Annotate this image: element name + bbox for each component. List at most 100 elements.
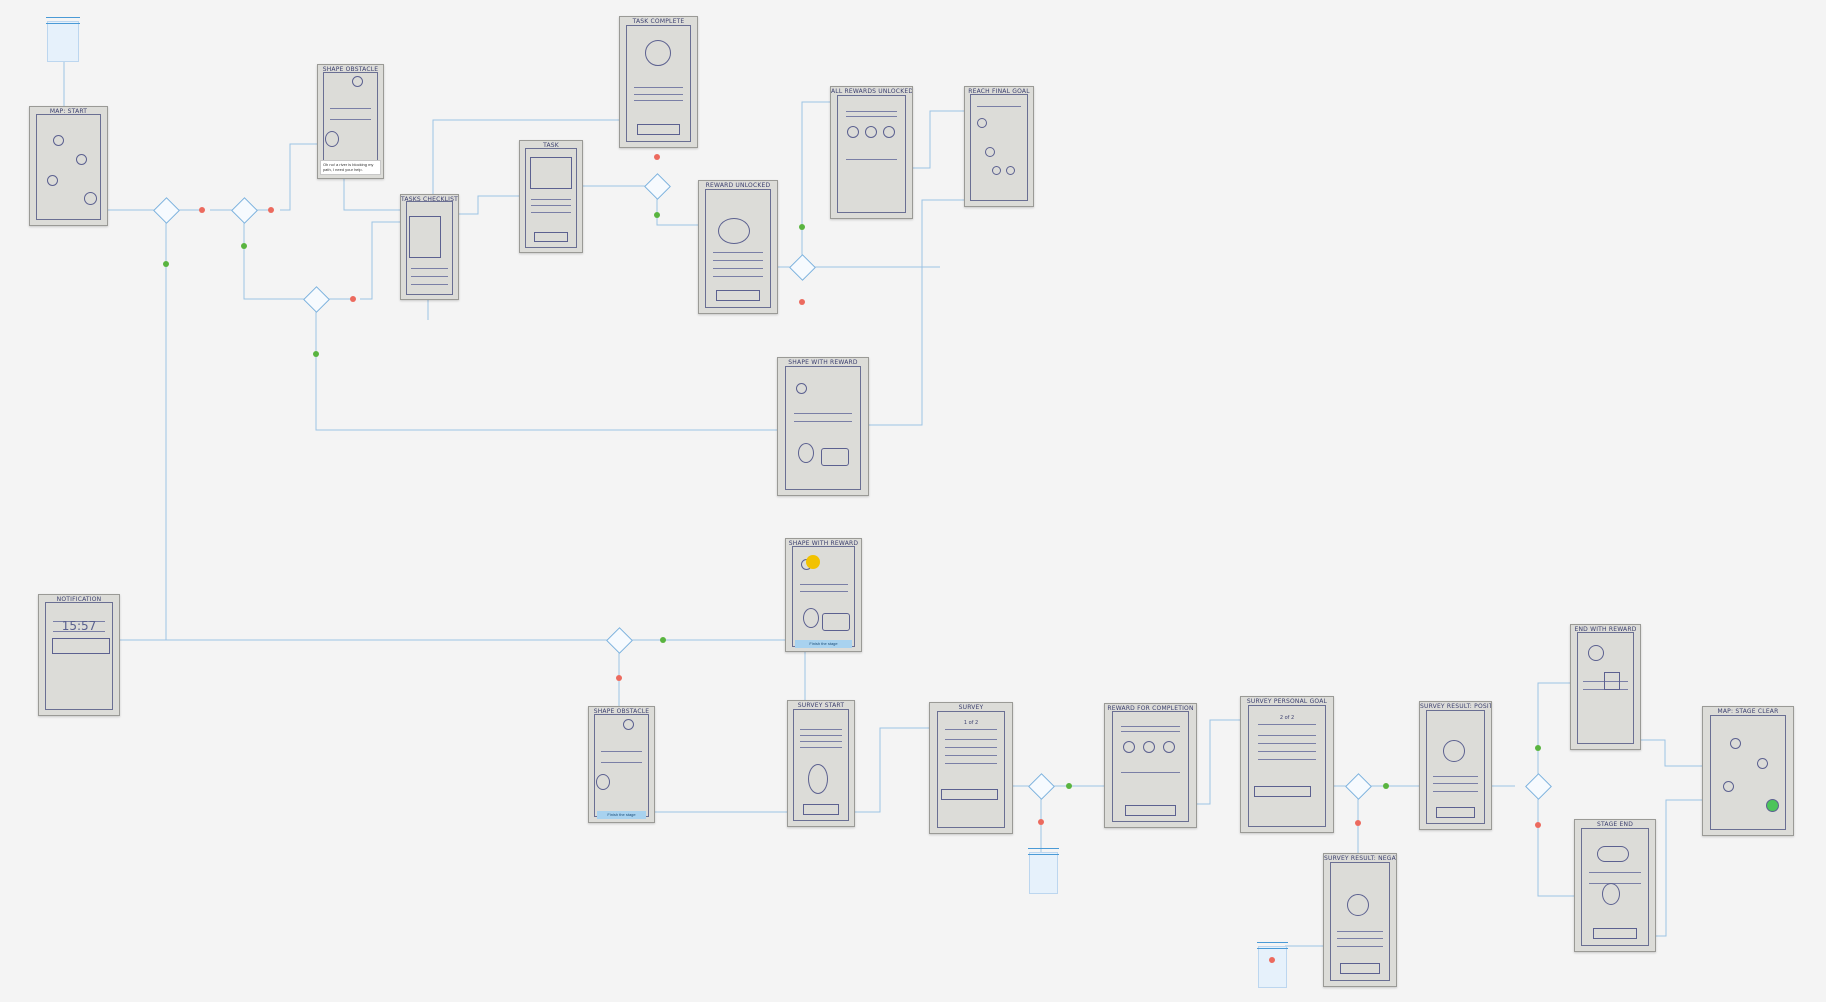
sketch-line <box>531 198 571 200</box>
continue-button[interactable] <box>1125 805 1176 816</box>
continue-button[interactable] <box>716 289 760 302</box>
speech-bubble: Oh no! a river is blocking my path, I ne… <box>319 159 382 175</box>
frame-title: MAP: STAGE CLEAR <box>1717 708 1779 715</box>
map-node <box>76 154 88 166</box>
connector-line <box>801 101 830 267</box>
reward-icon <box>1163 740 1176 753</box>
sun-icon <box>1587 644 1604 661</box>
frame-rewards-unlocked[interactable]: REWARD UNLOCKED <box>698 180 778 314</box>
finish-stage-button[interactable]: Finish the stage <box>596 810 647 819</box>
continue-button[interactable] <box>533 232 569 243</box>
no-branch-dot <box>1355 820 1361 826</box>
frame-survey-result-negative[interactable]: SURVEY RESULT: NEGATIVE <box>1323 853 1397 987</box>
sketch-line <box>799 590 848 592</box>
sketch-line <box>713 276 763 278</box>
sketch-line <box>845 110 898 112</box>
continue-button[interactable] <box>1339 962 1381 975</box>
continue-button[interactable] <box>1435 806 1476 818</box>
sketch-line <box>1336 946 1384 948</box>
yes-branch-dot <box>660 637 666 643</box>
frame-stage-end[interactable]: STAGE END <box>1574 819 1656 952</box>
map-node <box>1722 781 1734 793</box>
no-branch-dot <box>350 296 356 302</box>
sketch-line <box>845 115 898 117</box>
frame-all-rewards-unlocked[interactable]: ALL REWARDS UNLOCKED <box>830 86 913 219</box>
finish-stage-button[interactable]: Finish the stage <box>795 639 852 648</box>
sketch-line <box>799 728 843 730</box>
continue-button[interactable] <box>802 804 840 815</box>
sketch-line <box>713 260 763 262</box>
sketch-line <box>1257 724 1317 725</box>
doc-start-page[interactable] <box>46 17 80 62</box>
sketch-line <box>1432 783 1479 785</box>
yes-branch-dot <box>1383 783 1389 789</box>
reward-icon <box>1143 740 1156 753</box>
frame-survey-result-positive[interactable]: SURVEY RESULT: POSITIVE <box>1419 701 1492 830</box>
status-dot <box>1269 957 1275 963</box>
sketch-line <box>53 631 105 632</box>
sad-icon <box>1347 893 1370 916</box>
sketch-line <box>329 107 372 109</box>
screen-sketch <box>524 147 578 248</box>
sketch-line <box>944 739 998 741</box>
frame-shape-obstacle[interactable]: SHAPE OBSTACLE Oh no! a river is blocking… <box>317 64 384 179</box>
frame-map-stage-clear[interactable]: MAP: STAGE CLEAR <box>1702 706 1794 836</box>
frame-title: SURVEY START <box>797 702 845 709</box>
check-circle-icon <box>644 40 671 67</box>
map-node <box>1766 799 1779 813</box>
screen-sketch <box>36 114 101 221</box>
doc-exit-page[interactable] <box>1257 942 1288 988</box>
sketch-line <box>1257 751 1317 752</box>
sketch-line <box>633 87 684 89</box>
screen-sketch <box>1710 714 1786 830</box>
sketch-line <box>600 750 643 752</box>
smile-icon <box>1442 740 1465 763</box>
bear-icon <box>807 763 828 794</box>
sketch-line <box>977 106 1021 108</box>
frame-task[interactable]: TASK <box>519 140 583 253</box>
sketch-line <box>1121 726 1180 728</box>
frame-shape-with-reward[interactable]: SHAPE WITH REWARD <box>777 357 869 496</box>
screen-sketch <box>323 71 378 174</box>
sketch-line <box>531 212 571 214</box>
yes-branch-dot <box>313 351 319 357</box>
sketch-line <box>944 747 998 749</box>
no-branch-dot <box>199 207 205 213</box>
frame-end-with-reward[interactable]: END WITH REWARD <box>1570 624 1641 750</box>
frame-task-complete[interactable]: TASK COMPLETE <box>619 16 698 148</box>
path-node <box>1005 165 1015 175</box>
continue-button[interactable] <box>636 124 681 136</box>
frame-survey-start[interactable]: SURVEY START <box>787 700 855 827</box>
sketch-line <box>799 741 843 742</box>
frame-shape-with-reward-color[interactable]: SHAPE WITH REWARD Finish the stage <box>785 538 862 652</box>
continue-button[interactable] <box>1592 928 1638 940</box>
connector-line <box>243 210 353 300</box>
screen-sketch <box>1329 861 1391 981</box>
path-node <box>985 146 996 157</box>
sketch-line <box>799 747 843 749</box>
frame-title: SHAPE WITH REWARD <box>788 540 859 547</box>
sketch-line <box>845 159 898 161</box>
sketch-line <box>411 284 448 286</box>
frame-title: SHAPE OBSTACLE <box>322 66 379 73</box>
frame-map-start[interactable]: MAP: START <box>29 106 108 226</box>
frame-title: END WITH REWARD <box>1574 626 1637 633</box>
frame-tasks-checklist[interactable]: TASKS CHECKLIST <box>400 194 459 300</box>
connector-line <box>280 143 317 211</box>
doc-end-page[interactable] <box>1028 848 1059 894</box>
screen-sketch <box>1425 709 1486 824</box>
frame-reach-final-goal[interactable]: REACH FINAL GOAL <box>964 86 1034 207</box>
sketch-line <box>1432 790 1479 792</box>
sketch-line <box>713 268 763 270</box>
frame-reward-for-completion[interactable]: REWARD FOR COMPLETION <box>1104 703 1197 828</box>
screen-sketch <box>1248 705 1326 827</box>
sketch-line <box>411 276 448 278</box>
connector-line <box>1654 799 1702 937</box>
yes-branch-dot <box>163 261 169 267</box>
bear-icon <box>797 442 814 463</box>
